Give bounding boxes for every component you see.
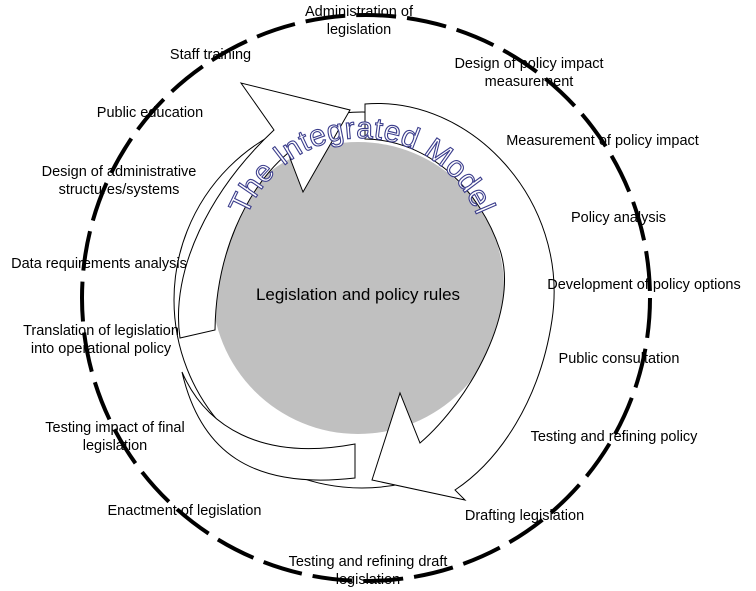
step-design-impact-measurement: Design of policy impact measurement [454, 56, 604, 90]
center-circle [212, 142, 504, 434]
right-cycle-arrow [364, 102, 555, 501]
step-public-consultation: Public consultation [558, 351, 680, 367]
step-policy-analysis: Policy analysis [570, 210, 667, 226]
step-enactment: Enactment of legislation [107, 503, 262, 519]
step-measurement-impact: Measurement of policy impact [506, 133, 699, 149]
step-translation: Translation of legislation into operatio… [23, 323, 179, 357]
step-public-education: Public education [96, 105, 204, 121]
step-design-admin-structures: Design of administrative structures/syst… [41, 164, 197, 198]
step-staff-training: Staff training [169, 47, 252, 63]
lower-left-cycle-arrow [181, 371, 356, 481]
step-policy-options: Development of policy options [547, 277, 741, 293]
step-drafting-legislation: Drafting legislation [464, 508, 585, 524]
step-administration: Administration of legislation [305, 4, 413, 38]
step-testing-refining-policy: Testing and refining policy [530, 429, 698, 445]
step-data-requirements: Data requirements analysis [11, 256, 187, 272]
outer-cycle-ring [80, 13, 652, 583]
upper-left-cycle-arrow [178, 82, 351, 339]
model-subtitle: Legislation and policy rules [256, 285, 460, 304]
step-testing-impact-final: Testing impact of final legislation [45, 420, 185, 454]
step-testing-refining-draft: Testing and refining draft legislation [288, 554, 448, 588]
